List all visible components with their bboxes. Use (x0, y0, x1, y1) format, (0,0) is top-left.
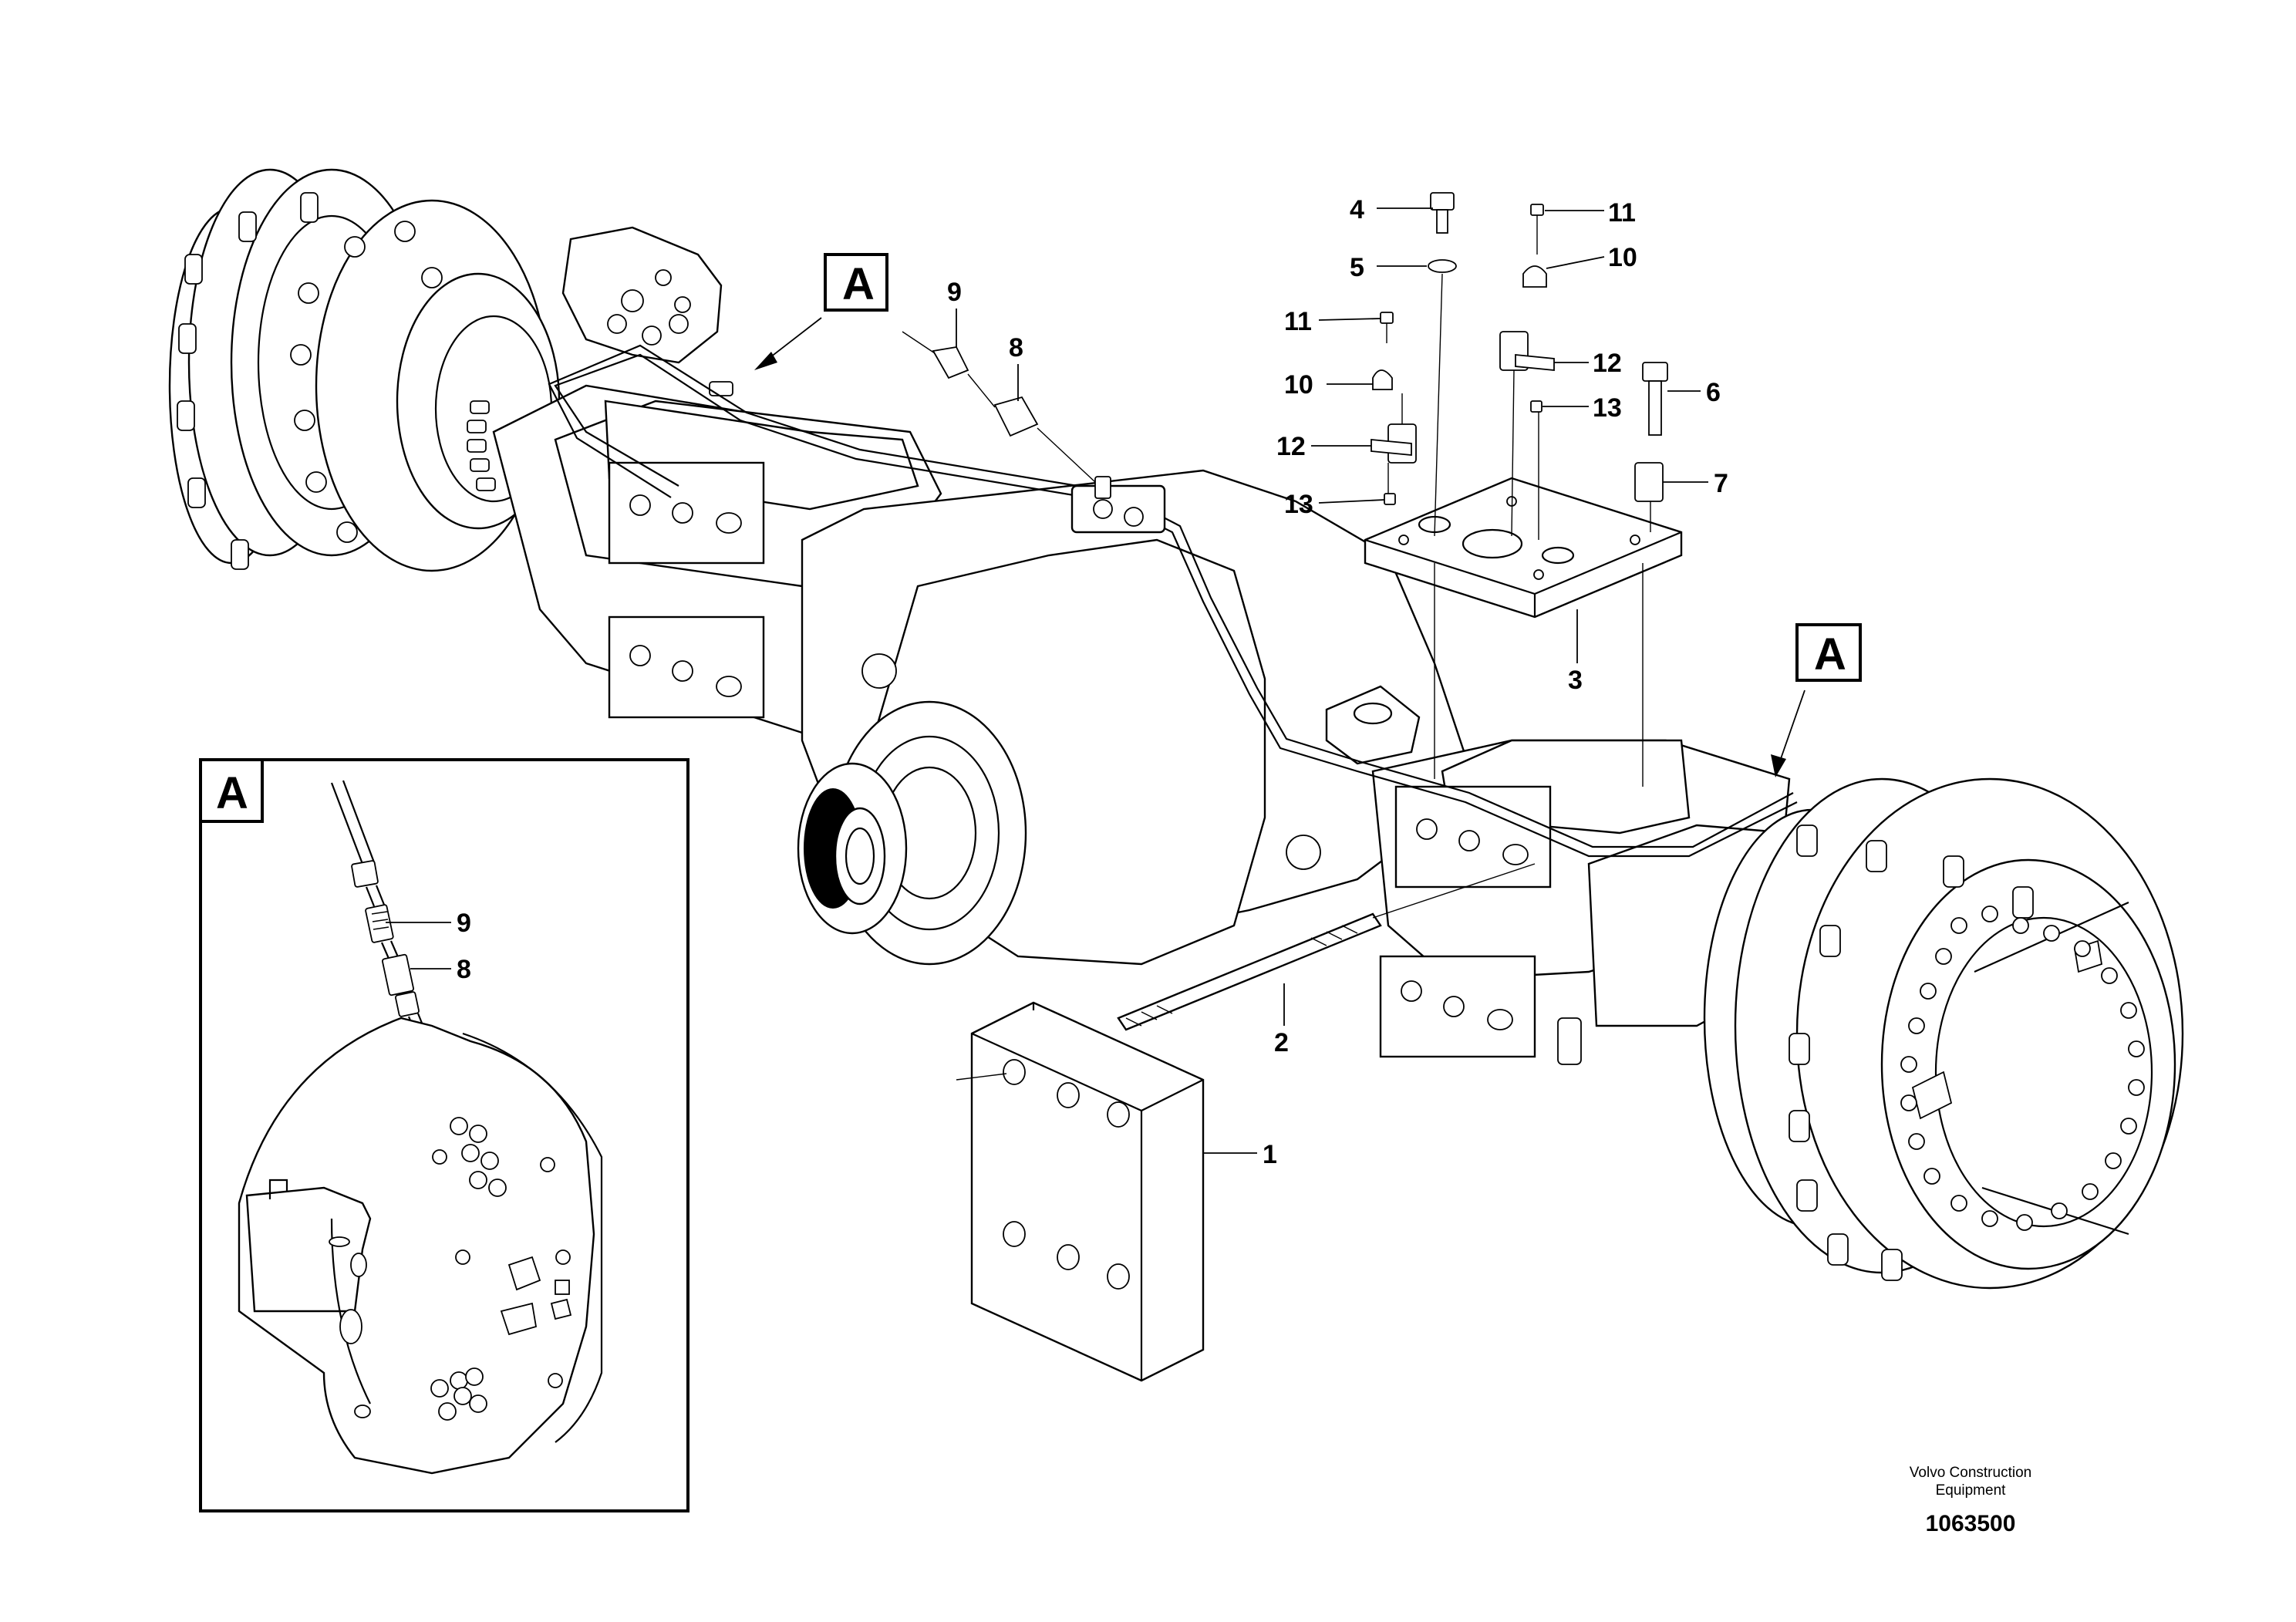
callout-4: 4 (1350, 195, 1364, 224)
hardware-stack (1371, 192, 1668, 787)
brand-line-1: Volvo Construction (1910, 1465, 2031, 1481)
callout-2: 2 (1274, 1028, 1289, 1057)
top-plate-3 (1364, 477, 1683, 619)
view-flag-a-right (1771, 623, 1862, 777)
callout-8: 8 (1009, 333, 1023, 363)
callout-9: 9 (947, 278, 962, 307)
right-wheel-hub (1703, 777, 2184, 1290)
document-number: 1063500 (1926, 1511, 2016, 1536)
callout-6: 6 (1706, 378, 1721, 407)
callout-13-left: 13 (1284, 490, 1313, 519)
brand-line-2: Equipment (1936, 1482, 2007, 1499)
view-label-a-detail: A (216, 768, 248, 818)
callout-7: 7 (1714, 469, 1728, 498)
callout-10-right: 10 (1608, 243, 1637, 272)
callout-12-right: 12 (1593, 349, 1622, 378)
callout-10-left: 10 (1284, 370, 1313, 400)
plate-1 (956, 1001, 1205, 1382)
view-flag-a-top (754, 253, 888, 370)
leader-lines (386, 207, 1708, 1154)
callout-5: 5 (1350, 253, 1364, 282)
threaded-rod-2 (1117, 863, 1536, 1031)
callout-11-right: 11 (1608, 198, 1636, 228)
fittings-8-9 (902, 331, 1096, 483)
callout-11-left: 11 (1284, 307, 1312, 336)
detail-callout-9: 9 (457, 909, 471, 938)
detail-view-a (199, 758, 689, 1512)
callout-3: 3 (1568, 666, 1583, 695)
callout-13-right: 13 (1593, 393, 1622, 423)
callout-1: 1 (1263, 1140, 1277, 1169)
axle-housing (492, 384, 1799, 1065)
callout-12-left: 12 (1276, 432, 1306, 461)
detail-callout-8: 8 (457, 955, 471, 984)
view-label-a-right: A (1814, 629, 1846, 679)
brake-pipe (548, 344, 1798, 858)
view-label-a-top: A (842, 259, 875, 309)
left-wheel-hub (168, 168, 733, 572)
